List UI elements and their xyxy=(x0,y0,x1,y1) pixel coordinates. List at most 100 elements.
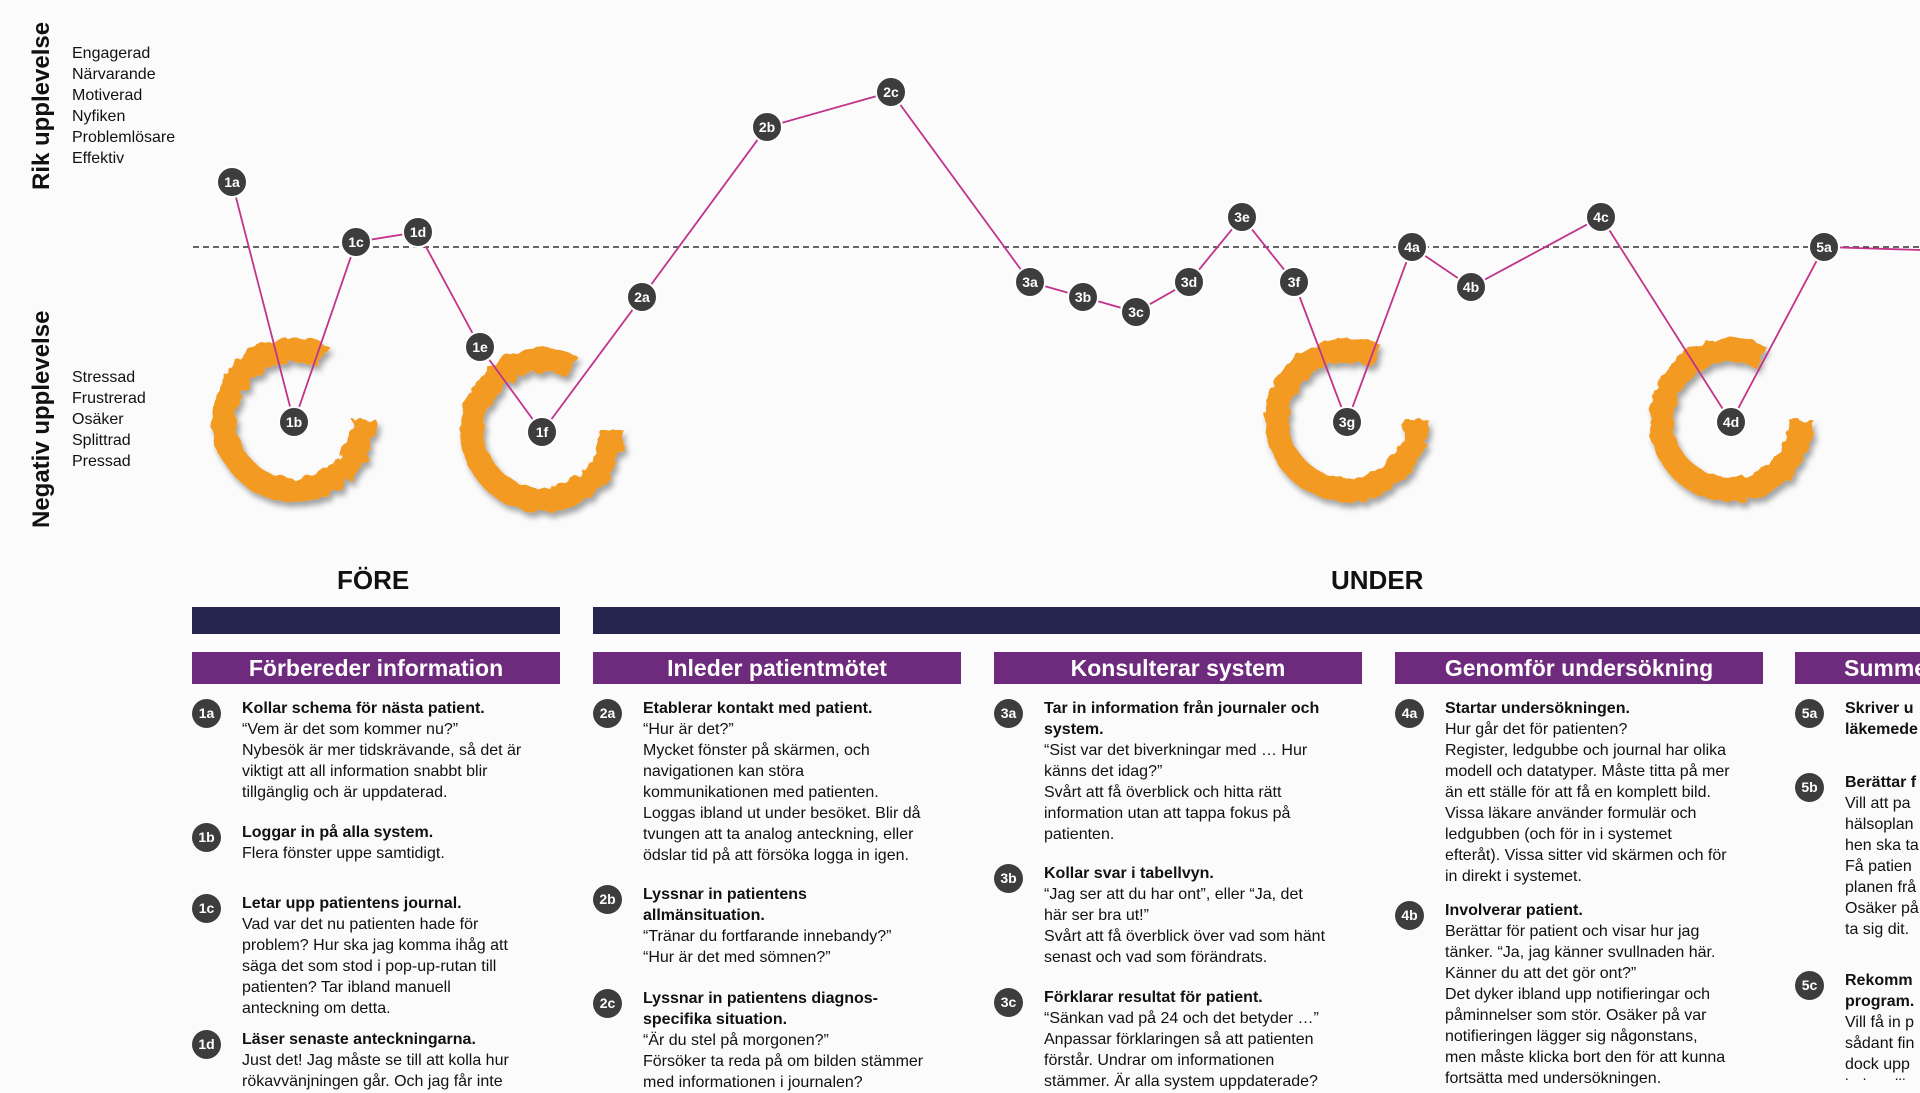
mood-label: Nyfiken xyxy=(72,108,126,125)
item-description: “Vem är det som kommer nu?” Nybesök är m… xyxy=(242,721,522,801)
journey-node-3c: 3c xyxy=(1120,296,1152,328)
journey-node-3f: 3f xyxy=(1278,266,1310,298)
mood-label: Engagerad xyxy=(72,45,151,62)
journey-node-4d: 4d xyxy=(1715,406,1747,438)
journey-node-label: 5a xyxy=(1816,239,1832,255)
step-badge: 1a xyxy=(192,699,221,728)
item-description: Flera fönster uppe samtidigt. xyxy=(242,845,445,862)
journey-node-circle xyxy=(1173,266,1205,298)
journey-node-label: 3a xyxy=(1022,274,1038,290)
journey-node-1a: 1a xyxy=(216,166,248,198)
section-header-open-meeting: Inleder patientmötet xyxy=(593,652,961,684)
journey-node-3a: 3a xyxy=(1014,266,1046,298)
journey-node-circle xyxy=(1067,281,1099,313)
item-description: Just det! Jag måste se till att kolla hu… xyxy=(242,1052,509,1090)
list-item: 4b Involverar patient. Berättar för pati… xyxy=(1395,900,1730,1089)
item-description: Vad var det nu patienten hade för proble… xyxy=(242,916,508,1017)
highlight-ring-stroke xyxy=(460,348,624,512)
mood-label: Splittrad xyxy=(72,432,131,449)
journey-node-3d: 3d xyxy=(1173,266,1205,298)
highlight-ring-stroke xyxy=(1265,338,1429,502)
journey-node-4a: 4a xyxy=(1396,231,1428,263)
item-title: Förklarar resultat för patient. xyxy=(1044,989,1263,1006)
item-description: Berättar för patient och visar hur jag t… xyxy=(1445,923,1726,1087)
journey-node-circle xyxy=(1396,231,1428,263)
journey-node-label: 2a xyxy=(634,289,650,305)
item-description: Vill få in p sådant fin dock upp behandl… xyxy=(1845,1014,1915,1080)
list-item: 2b Lyssnar in patientens allmänsituation… xyxy=(593,884,928,968)
mood-label: Pressad xyxy=(72,453,131,470)
highlight-ring xyxy=(1649,338,1813,502)
journey-node-circle xyxy=(1808,231,1840,263)
journey-node-circle xyxy=(464,331,496,363)
journey-node-label: 3d xyxy=(1181,274,1197,290)
item-title: Involverar patient. xyxy=(1445,902,1583,919)
highlight-ring xyxy=(212,338,376,502)
step-badge: 2c xyxy=(593,989,622,1018)
mood-label: Frustrerad xyxy=(72,390,146,407)
item-description: “Tränar du fortfarande innebandy?” “Hur … xyxy=(643,928,892,966)
item-title: Kollar svar i tabellvyn. xyxy=(1044,865,1214,882)
journey-node-label: 2b xyxy=(759,119,775,135)
journey-node-2c: 2c xyxy=(875,76,907,108)
step-badge: 1b xyxy=(192,823,221,852)
item-description: Vill att pa hälsoplan hen ska ta Få pati… xyxy=(1845,795,1919,938)
section-header-prepare: Förbereder information xyxy=(192,652,560,684)
step-badge: 5a xyxy=(1795,699,1824,728)
step-badge: 5c xyxy=(1795,971,1824,1000)
section-items-summary: 5a Skriver u läkemede 5b Berättar f Vill… xyxy=(1795,698,1920,1080)
phase-during-label: UNDER xyxy=(1331,565,1424,595)
item-title: Lyssnar in patientens diagnos-specifika … xyxy=(643,990,879,1028)
phase-before-bar xyxy=(192,607,560,634)
journey-node-1f: 1f xyxy=(526,416,558,448)
phase-during-bar xyxy=(593,607,1920,634)
step-badge: 3c xyxy=(994,988,1023,1017)
journey-node-circle xyxy=(1455,271,1487,303)
journey-node-1c: 1c xyxy=(340,226,372,258)
item-title: Läser senaste anteckningarna. xyxy=(242,1031,476,1048)
list-item: 1d Läser senaste anteckningarna. Just de… xyxy=(192,1029,527,1092)
journey-node-label: 4d xyxy=(1723,414,1739,430)
section-items-prepare: 1a Kollar schema för nästa patient. “Vem… xyxy=(192,698,527,1092)
journey-node-circle xyxy=(278,406,310,438)
list-item: 5c Rekomm program. Vill få in p sådant f… xyxy=(1795,970,1920,1080)
journey-node-label: 1a xyxy=(224,174,240,190)
journey-node-label: 1f xyxy=(536,424,549,440)
highlight-ring xyxy=(1265,338,1429,502)
list-item: 2c Lyssnar in patientens diagnos-specifi… xyxy=(593,988,928,1093)
list-item: 3c Förklarar resultat för patient. “Sänk… xyxy=(994,987,1329,1092)
item-title: Skriver u läkemede xyxy=(1845,700,1918,738)
section-header-summary: Summe xyxy=(1795,652,1920,684)
mood-label: Effektiv xyxy=(72,150,125,167)
list-item: 5a Skriver u läkemede xyxy=(1795,698,1920,740)
journey-node-circle xyxy=(1226,201,1258,233)
item-description: “Sist var det biverkningar med … Hur kän… xyxy=(1044,742,1308,843)
journey-node-circle xyxy=(875,76,907,108)
item-description: “Är du stel på morgonen?” Försöker ta re… xyxy=(643,1032,924,1091)
journey-node-circle xyxy=(402,216,434,248)
item-title: Rekomm program. xyxy=(1845,972,1915,1010)
journey-node-circle xyxy=(1120,296,1152,328)
step-badge: 5b xyxy=(1795,773,1824,802)
journey-node-3b: 3b xyxy=(1067,281,1099,313)
item-description: “Hur är det?” Mycket fönster på skärmen,… xyxy=(643,721,921,864)
journey-node-2a: 2a xyxy=(626,281,658,313)
mood-label: Osäker xyxy=(72,411,124,428)
step-badge: 3b xyxy=(994,864,1023,893)
journey-line xyxy=(231,90,1920,434)
journey-node-label: 1b xyxy=(286,414,302,430)
list-item: 1b Loggar in på alla system. Flera fönst… xyxy=(192,822,527,864)
section-items-examination: 4a Startar undersökningen. Hur går det f… xyxy=(1395,698,1730,1089)
journey-node-label: 3b xyxy=(1075,289,1091,305)
journey-node-circle xyxy=(1585,201,1617,233)
journey-node-label: 1c xyxy=(348,234,364,250)
journey-node-circle xyxy=(340,226,372,258)
section-header-consult-system: Konsulterar system xyxy=(994,652,1362,684)
step-badge: 1d xyxy=(192,1030,221,1059)
journey-node-circle xyxy=(526,416,558,448)
journey-node-label: 3c xyxy=(1128,304,1144,320)
journey-node-circle xyxy=(1278,266,1310,298)
journey-node-label: 1d xyxy=(410,224,426,240)
mood-label: Närvarande xyxy=(72,66,156,83)
journey-node-1b: 1b xyxy=(278,406,310,438)
